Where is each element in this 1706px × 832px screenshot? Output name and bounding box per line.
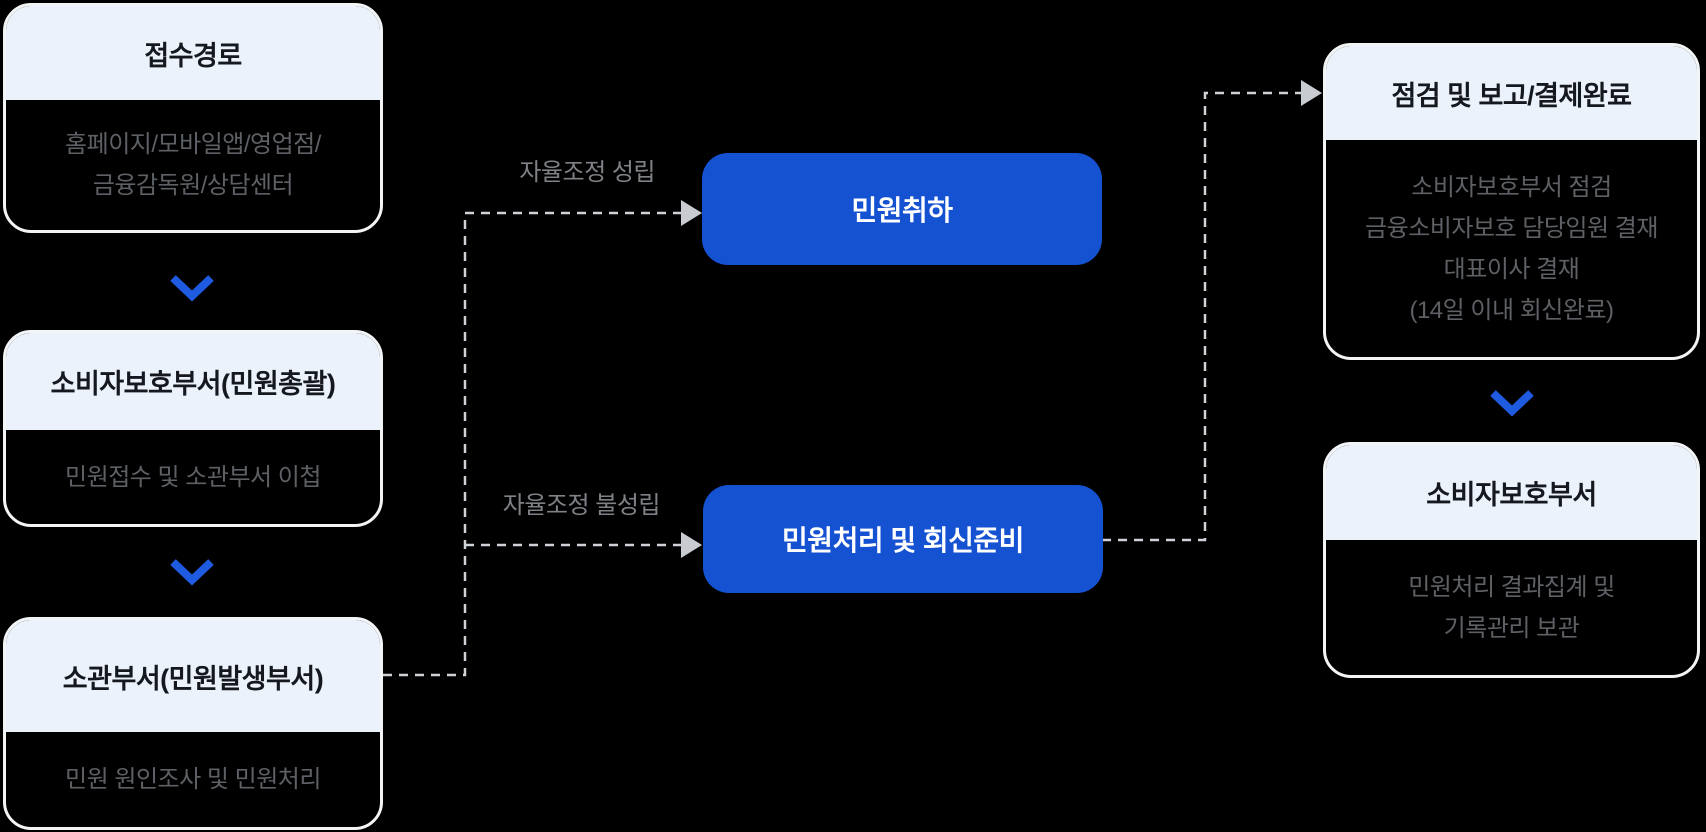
flow-box-responsible-dept: 소관부서(민원발생부서) 민원 원인조사 및 민원처리 — [3, 617, 383, 830]
flow-box-consumer-protection-dept-final: 소비자보호부서 민원처리 결과집계 및 기록관리 보관 — [1323, 442, 1700, 678]
down-chevron-icon — [170, 275, 214, 302]
dashed-connector-processing-to-review — [1102, 91, 1301, 542]
box-body-line: 민원접수 및 소관부서 이첩 — [65, 463, 321, 491]
node-complaint-processing-reply-prep: 민원처리 및 회신준비 — [703, 485, 1103, 593]
flow-box-consumer-protection-dept: 소비자보호부서(민원총괄) 민원접수 및 소관부서 이첩 — [3, 330, 383, 527]
node-complaint-withdrawal: 민원취하 — [702, 153, 1102, 265]
box-title: 소관부서(민원발생부서) — [6, 620, 380, 732]
down-chevron-icon — [1490, 390, 1534, 417]
arrowhead-icon — [681, 200, 702, 226]
box-body-line: 금융소비자보호 담당임원 결재 — [1365, 214, 1658, 242]
box-body-line: 민원처리 결과집계 및 — [1408, 573, 1615, 601]
box-title: 소비자보호부서 — [1326, 445, 1697, 540]
box-title: 점검 및 보고/결제완료 — [1326, 46, 1697, 140]
down-chevron-icon — [170, 559, 214, 586]
box-body-line: 소비자보호부서 점검 — [1411, 173, 1612, 201]
box-body-line: 기록관리 보관 — [1443, 614, 1580, 642]
box-title: 접수경로 — [6, 6, 380, 100]
box-body-line: 대표이사 결재 — [1443, 255, 1580, 283]
box-body-line: (14일 이내 회신완료) — [1409, 296, 1614, 324]
box-title: 소비자보호부서(민원총괄) — [6, 333, 380, 430]
flow-box-review-report-approval: 점검 및 보고/결제완료 소비자보호부서 점검 금융소비자보호 담당임원 결재 … — [1323, 43, 1700, 360]
box-body-line: 금융감독원/상담센터 — [92, 172, 294, 199]
arrowhead-icon — [1301, 80, 1322, 106]
box-body: 민원 원인조사 및 민원처리 — [6, 732, 380, 827]
box-body: 민원처리 결과집계 및 기록관리 보관 — [1326, 540, 1697, 675]
box-body-line: 민원 원인조사 및 민원처리 — [65, 766, 321, 793]
box-body: 소비자보호부서 점검 금융소비자보호 담당임원 결재 대표이사 결재 (14일 … — [1326, 140, 1697, 357]
flow-box-reception-channels: 접수경로 홈페이지/모바일앱/영업점/ 금융감독원/상담센터 — [3, 3, 383, 233]
branch-label-agreement-reached: 자율조정 성립 — [519, 159, 655, 186]
dashed-connector-source-to-branches — [383, 211, 681, 677]
branch-label-agreement-not-reached: 자율조정 불성립 — [502, 492, 661, 519]
box-body: 홈페이지/모바일앱/영업점/ 금융감독원/상담센터 — [6, 100, 380, 230]
arrowhead-icon — [681, 532, 702, 558]
box-body: 민원접수 및 소관부서 이첩 — [6, 430, 380, 524]
box-body-line: 홈페이지/모바일앱/영업점/ — [65, 131, 321, 158]
